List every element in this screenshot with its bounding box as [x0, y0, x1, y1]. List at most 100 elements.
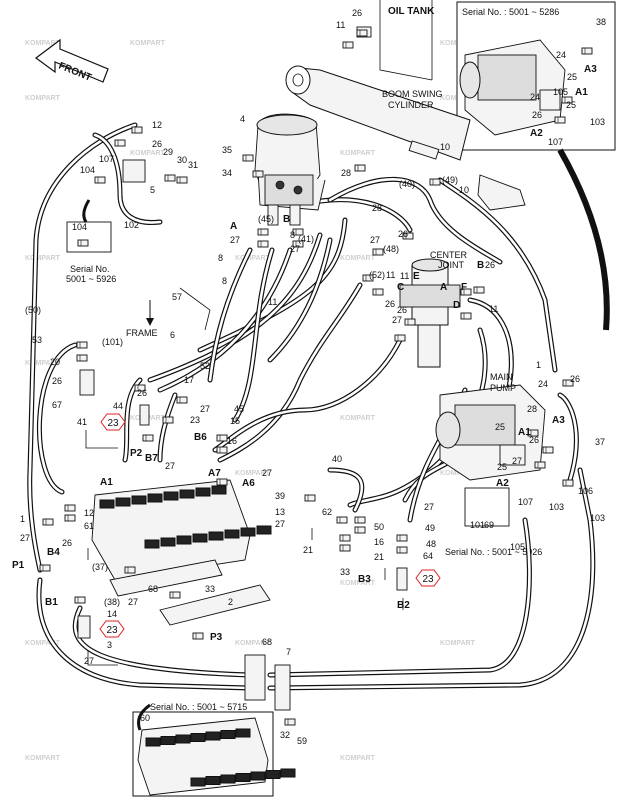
callout-label: A6	[242, 478, 255, 489]
watermark-text: KOMPART	[340, 415, 376, 422]
valve-spool	[265, 770, 281, 779]
callout-label: 27	[424, 502, 434, 512]
watermark-text: KOMPART	[130, 150, 166, 157]
callout-label: A3	[584, 64, 597, 75]
pump-detail-top-right	[459, 39, 566, 136]
watermark-text: KOMPART	[440, 470, 476, 477]
callout-label: A2	[496, 478, 509, 489]
callout-label: (41)	[298, 234, 314, 244]
callout-label: 1	[20, 514, 25, 524]
callout-label: 14	[107, 609, 117, 619]
callout-label: 5	[150, 185, 155, 195]
hose-fitting	[131, 126, 143, 134]
callout-label: (52)	[369, 270, 385, 280]
callout-label: 104	[80, 165, 95, 175]
valve-spool	[220, 730, 236, 739]
callout-label: 25	[566, 100, 576, 110]
hose-fitting	[252, 170, 264, 178]
hose-fitting	[396, 546, 408, 554]
serial-box-right-mid: Serial No. : 5001 ~ 5926	[445, 487, 542, 557]
callout-label: 48	[426, 539, 436, 549]
hose-fitting	[39, 564, 51, 572]
hose-fitting	[124, 566, 136, 574]
highlight-hexagon	[415, 569, 441, 587]
callout-label: B1	[45, 597, 58, 608]
callout-label: 26	[385, 299, 395, 309]
callout-label: 26	[570, 374, 580, 384]
hose-fitting	[162, 416, 174, 424]
callout-label: 8	[218, 253, 223, 263]
highlight-hexagon	[99, 620, 125, 638]
callout-label: 28	[341, 168, 351, 178]
callout-label: 11	[386, 270, 395, 280]
callout-label: 103	[549, 502, 564, 512]
callout-label: 26	[397, 305, 407, 315]
callout-label: A1	[100, 477, 113, 488]
hose-fitting	[142, 434, 154, 442]
callout-label: 35	[222, 145, 232, 155]
hose-fitting	[64, 504, 76, 512]
callout-label: 44	[113, 401, 123, 411]
hose-fitting	[336, 516, 348, 524]
valve-spool	[250, 771, 266, 781]
callout-label: 68	[262, 637, 272, 647]
valve-spool	[220, 774, 236, 784]
highlight-part-number: 23	[422, 574, 434, 585]
valve-spool	[195, 487, 211, 497]
hose-fitting	[164, 174, 176, 182]
callout-label: 27	[275, 519, 285, 529]
callout-label: 45	[234, 404, 244, 414]
callout-label: B7	[145, 453, 158, 464]
valve-spool	[205, 731, 221, 741]
callout-label: 27	[84, 656, 94, 666]
callout-label: C	[397, 282, 404, 293]
valve-spool	[190, 777, 206, 787]
valve-spool	[208, 531, 224, 541]
callout-label: 31	[188, 160, 198, 170]
hose-fitting	[372, 288, 384, 296]
hose-fitting	[169, 591, 181, 599]
oil-tank-area: OIL TANK	[356, 0, 435, 81]
oil-tank-label: OIL TANK	[388, 6, 435, 17]
valve-spool	[176, 535, 192, 545]
callout-label: 26	[529, 435, 539, 445]
hose-fitting	[542, 446, 554, 454]
callout-label: 4	[240, 114, 245, 124]
valve-spool	[240, 527, 256, 537]
callout-label: 12	[152, 120, 162, 130]
callout-label: (50)	[25, 305, 41, 315]
callout-label: 101	[470, 520, 485, 530]
callout-label: 26	[485, 260, 495, 270]
hose-fitting	[94, 176, 106, 184]
watermark-text: KOMPART	[340, 755, 376, 762]
callout-label: 103	[590, 513, 605, 523]
callout-label: A	[230, 221, 237, 232]
hose-fitting	[77, 239, 89, 247]
callout-label: 27	[20, 533, 30, 543]
callout-label: 59	[297, 736, 307, 746]
callout-label: 26	[352, 8, 362, 18]
hose-fitting	[473, 286, 485, 294]
watermark-text: KOMPART	[235, 255, 271, 262]
boom-swing-label-1: BOOM SWING	[382, 89, 443, 99]
callout-label: 64	[423, 551, 433, 561]
callout-label: 53	[32, 335, 42, 345]
callout-label: 7	[286, 647, 291, 657]
callout-label: 104	[72, 222, 87, 232]
hose-fitting	[242, 154, 254, 162]
callout-label: B6	[194, 432, 207, 443]
callout-label: 41	[77, 417, 87, 427]
hose-fitting	[354, 526, 366, 534]
callout-label: 24	[556, 50, 566, 60]
callout-label: (48)	[383, 244, 399, 254]
callout-label: A1	[575, 87, 588, 98]
callout-label: P1	[12, 560, 25, 571]
callout-label: (40)	[399, 179, 415, 189]
callout-label: B	[477, 260, 484, 271]
hose-fitting	[216, 434, 228, 442]
main-pump-label-1: MAIN	[490, 372, 513, 382]
valve-spool	[235, 728, 251, 738]
watermark-text: KOMPART	[440, 640, 476, 647]
serial-label-right-mid: Serial No. : 5001 ~ 5926	[445, 547, 542, 557]
callout-label: B4	[47, 547, 60, 558]
